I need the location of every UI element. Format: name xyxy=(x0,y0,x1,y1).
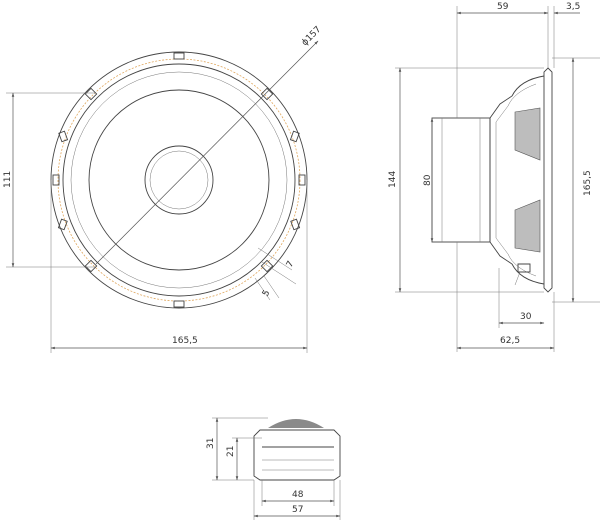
tweeter-dome xyxy=(268,419,324,428)
frame-inner-circle xyxy=(62,63,296,297)
magnet-body xyxy=(431,117,491,243)
terminal xyxy=(517,263,531,273)
dim-terminal-30-label: 30 xyxy=(520,312,532,322)
surround-circle xyxy=(70,71,288,289)
dim-tweeter-31-label: 31 xyxy=(206,438,216,449)
flange-profile xyxy=(543,67,553,293)
dim-slot-7-label: 7 xyxy=(285,260,297,270)
dim-tweeter-21-label: 21 xyxy=(226,446,236,457)
dim-flange-label: 3,5 xyxy=(566,2,580,12)
basket-profile xyxy=(489,75,545,285)
basket-window-bottom xyxy=(514,199,541,253)
dim-tweeter-57-label: 57 xyxy=(292,505,303,515)
dim-tweeter-48-label: 48 xyxy=(292,490,304,500)
dim-diameter-label: ϕ157 xyxy=(300,25,323,48)
diameter-line xyxy=(95,40,319,265)
dim-total-depth-label: 62,5 xyxy=(500,336,520,346)
dim-magnet-80-label: 80 xyxy=(423,174,433,186)
dim-outer-width-label: 165,5 xyxy=(172,336,198,346)
dim-depth-label: 59 xyxy=(497,2,509,12)
front-view: ϕ157 111 165,5 7 5 xyxy=(3,25,323,353)
dim-height-165-label: 165,5 xyxy=(583,170,593,196)
mounting-tabs xyxy=(52,52,306,308)
cone-circle xyxy=(88,89,270,271)
dim-slot-5-label: 5 xyxy=(261,289,273,299)
tweeter-view: 31 21 48 57 xyxy=(206,417,341,520)
basket-window-top xyxy=(514,107,541,161)
dim-mount-height-label: 111 xyxy=(3,171,13,188)
dim-height-144-label: 144 xyxy=(388,171,398,188)
side-view: 59 3,5 144 80 165,5 30 62,5 xyxy=(388,2,600,352)
dust-cap-outer xyxy=(144,145,214,215)
dust-cap-inner xyxy=(149,150,209,210)
